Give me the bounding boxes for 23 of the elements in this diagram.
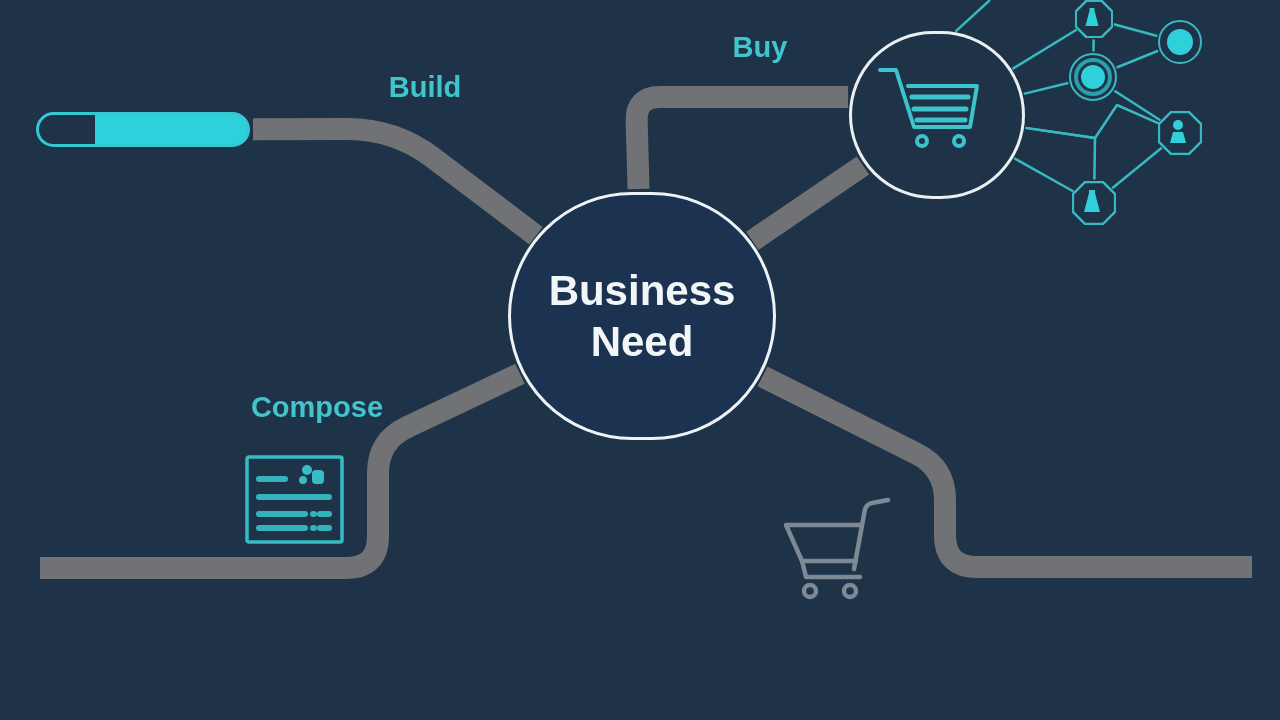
edge-label: Buy <box>732 30 788 66</box>
path-connector <box>746 156 870 250</box>
connector-line <box>1113 89 1161 122</box>
connector-line <box>1111 146 1163 190</box>
connector-line <box>1092 39 1095 52</box>
connector-line <box>1113 23 1158 38</box>
connector-line <box>1116 49 1159 69</box>
connector-line <box>1013 157 1075 193</box>
path-connector <box>625 86 849 190</box>
edge-label: Compose <box>250 390 384 426</box>
octagon-node <box>1158 111 1202 155</box>
connector-line <box>954 0 991 33</box>
connector-line <box>1011 28 1078 70</box>
connector-line <box>1023 81 1069 96</box>
octagon-node <box>1072 181 1116 225</box>
progress-bar <box>36 112 250 147</box>
connector-line <box>1025 126 1097 180</box>
node-label: Business Need <box>547 265 737 367</box>
path-connector <box>757 366 1252 578</box>
octagon-node <box>1075 0 1113 38</box>
edge-label: Build <box>388 70 462 106</box>
path-connector <box>253 118 543 245</box>
path-connector <box>40 363 525 579</box>
